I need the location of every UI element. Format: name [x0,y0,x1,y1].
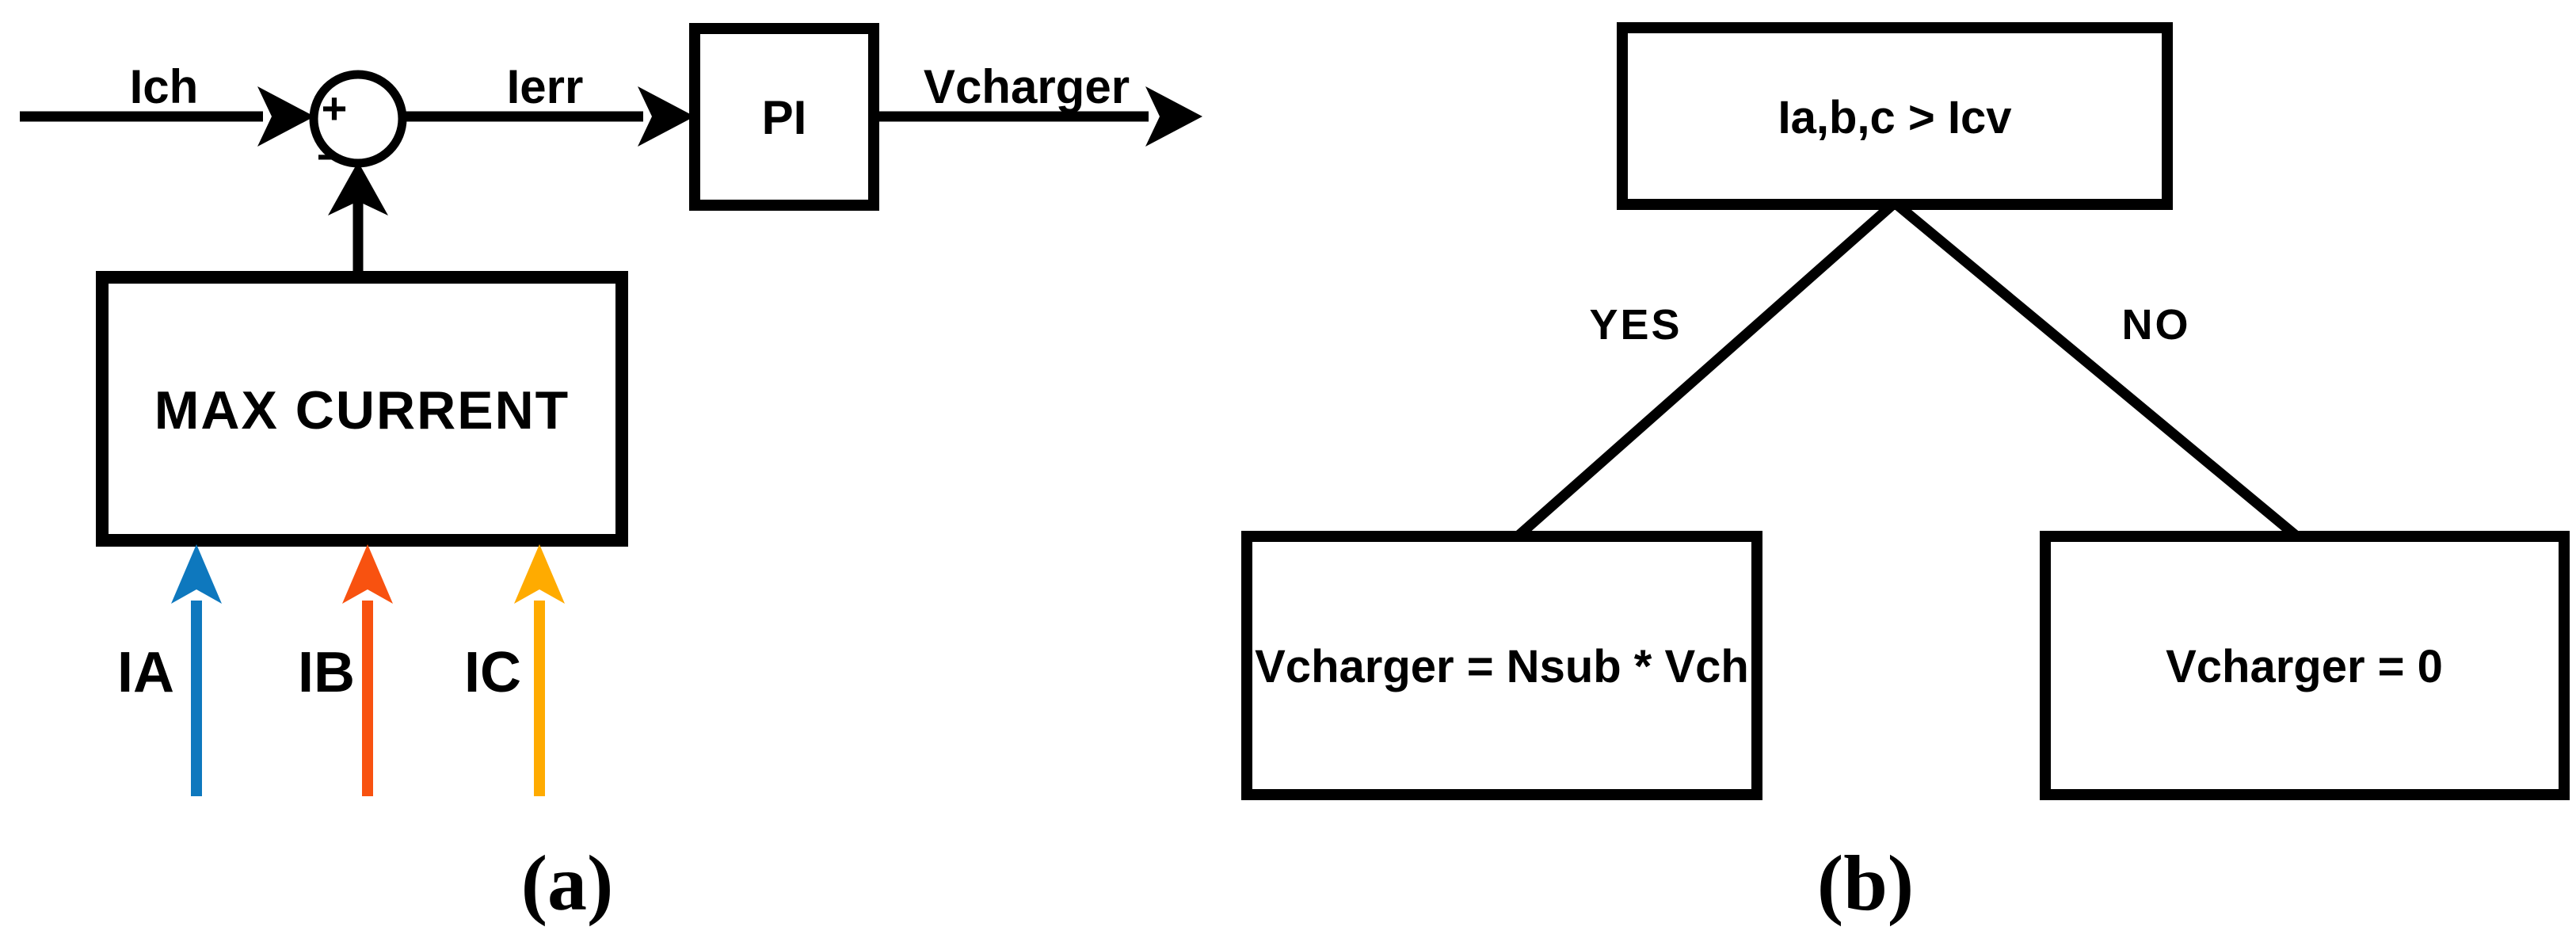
error-arrowhead-icon [638,86,695,147]
max-current-block-label: MAX CURRENT [154,380,570,440]
sum-minus-sign: − [317,132,343,181]
max-current-block-box [96,271,628,547]
condition-label: Ia,b,c > Icv [1778,92,2011,143]
error-signal-label: Ierr [507,60,584,113]
no-branch-label: NO [2122,301,2191,349]
panel-b-caption: (b) [1817,839,1914,927]
output-arrowhead-icon [1145,86,1202,147]
no-result-box [2040,531,2570,800]
input-arrowhead-icon [257,86,314,147]
panel-a: Ich + − Ierr PI Vcharger MAX CURRENT [20,23,1202,927]
panel-b: Ia,b,c > Icv YES NO Vcharger = Nsub * Vc… [1241,22,2570,927]
no-result-label: Vcharger = 0 [2166,641,2443,692]
phase-b-label: IB [298,641,355,704]
yes-branch-label: YES [1589,301,1682,349]
pi-block-label: PI [762,91,807,144]
phase-a-arrowhead-icon [171,544,222,604]
phase-c-label: IC [464,641,521,704]
yes-branch-line [1507,199,1899,546]
yes-result-label: Vcharger = Nsub * Vch [1255,641,1749,692]
phase-a-label: IA [117,641,174,704]
yes-result-box [1241,531,1762,800]
input-signal-label: Ich [130,60,199,113]
panel-a-caption: (a) [521,839,614,927]
condition-box [1617,22,2173,210]
no-branch-line [1891,198,2307,547]
output-signal-label: Vcharger [924,60,1130,113]
phase-c-arrowhead-icon [514,544,565,604]
phase-b-arrowhead-icon [342,544,393,604]
sum-plus-sign: + [322,83,348,133]
feedback-arrowhead-icon [328,162,388,215]
